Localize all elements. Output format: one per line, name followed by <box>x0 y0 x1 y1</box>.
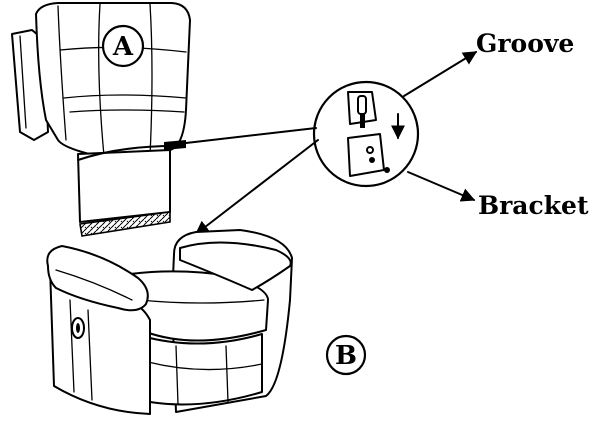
bracket-leader-arrow <box>407 171 476 202</box>
groove-plate <box>347 91 377 125</box>
bracket-label: Bracket <box>478 191 589 220</box>
detail-circle <box>312 80 420 188</box>
label-b: B <box>335 341 357 371</box>
foam-strip <box>79 211 171 237</box>
bracket-hook <box>384 167 390 173</box>
recliner-base-part-b <box>46 229 293 415</box>
right-armrest-top <box>179 241 292 291</box>
leader-back-to-detail <box>185 127 317 144</box>
groove-label: Groove <box>476 29 574 58</box>
groove-leader-arrow <box>403 51 478 97</box>
back-bracket-pin <box>164 140 186 150</box>
detail-callout <box>312 80 420 188</box>
label-a: A <box>112 32 134 62</box>
left-armrest-top <box>46 245 149 312</box>
seat-cushion <box>129 270 269 342</box>
label-a-badge: A <box>101 24 145 68</box>
seat-back-lower-panel <box>77 149 171 223</box>
leader-detail-to-seat <box>194 139 319 235</box>
seat-back-part-a <box>11 2 191 237</box>
label-b-badge: B <box>325 334 367 376</box>
